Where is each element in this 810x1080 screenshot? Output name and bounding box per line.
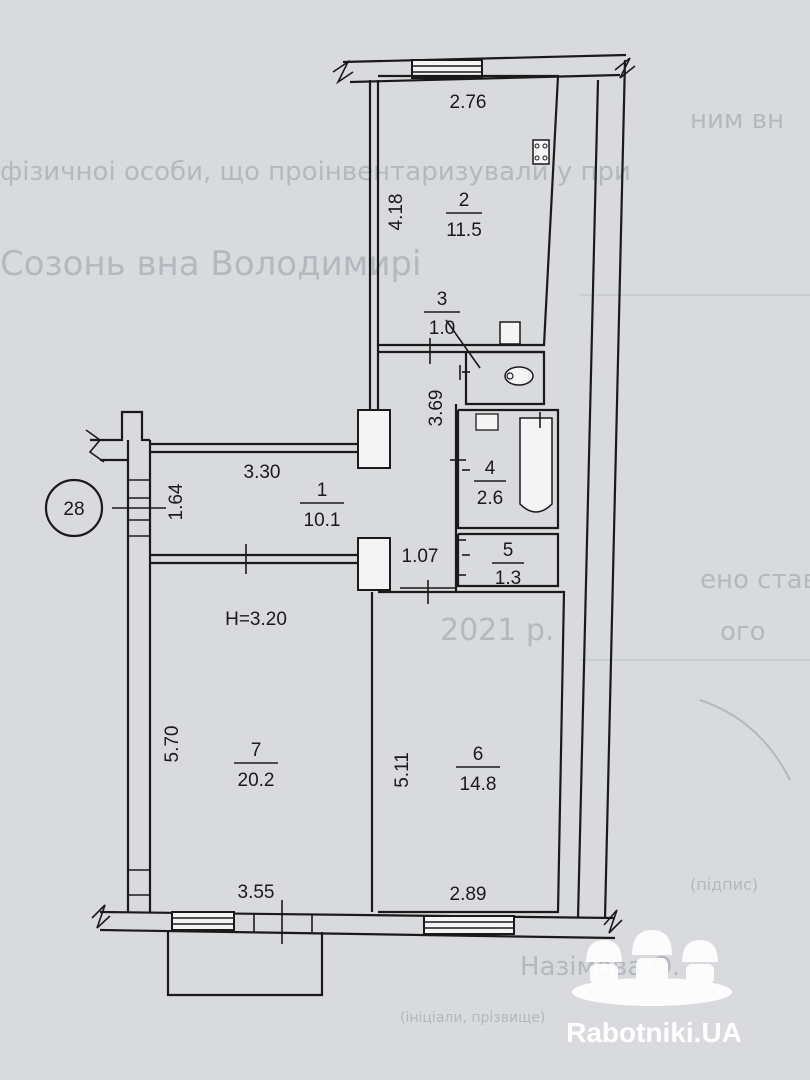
room-4-label: 4 2.6 [474, 458, 506, 509]
ceiling-height-note: H=3.20 [225, 609, 287, 630]
worker-helmet-icon [682, 940, 718, 984]
room-6-label: 6 14.8 [456, 744, 500, 795]
dim-room2-length: 4.18 [386, 194, 407, 231]
bg-text-9: (ініціали, прізвище) [400, 1010, 545, 1026]
room-1-label: 1 10.1 [300, 480, 344, 531]
outer-walls [85, 53, 636, 940]
bg-text-4: ено ставо [700, 565, 810, 595]
room-7-area: 20.2 [238, 770, 275, 791]
toilet-icon [504, 366, 534, 386]
sink-icon [499, 321, 521, 345]
room-7-number: 7 [251, 740, 262, 761]
dim-room1-width: 3.30 [244, 462, 281, 483]
bg-signature-stroke [699, 699, 791, 781]
watermark-logo [572, 930, 732, 1006]
room-2-label: 2 11.5 [446, 190, 482, 241]
window-top [411, 59, 483, 79]
bg-text-7: (підпис) [690, 875, 758, 894]
bg-text-5: ого [720, 617, 765, 647]
dim-room1-length: 1.64 [166, 483, 187, 520]
room-4-area: 2.6 [477, 488, 503, 509]
room-5-outline [456, 532, 560, 588]
ventilation-shaft-upper [357, 409, 391, 469]
room-6-area: 14.8 [460, 774, 497, 795]
room-3-label: 3 1.0 [424, 289, 460, 339]
room-4-outline [450, 408, 560, 530]
washbasin-icon [475, 413, 499, 431]
room-5-label: 5 1.3 [492, 540, 524, 589]
room-7-label: 7 20.2 [234, 740, 278, 791]
dim-room7-length: 5.70 [162, 726, 183, 763]
room-4-number: 4 [485, 458, 496, 479]
room-3-area: 1.0 [429, 318, 455, 339]
dim-room2-width: 2.76 [450, 92, 487, 113]
window-room6 [423, 915, 515, 935]
room-5-number: 5 [503, 540, 514, 561]
unit-marker: 28 [44, 478, 104, 538]
dim-room6-length: 5.11 [392, 752, 413, 788]
room-2-number: 2 [459, 190, 470, 211]
room-3-outline [429, 319, 546, 406]
bg-text-1: ним вн [690, 105, 784, 135]
bathtub-icon [519, 417, 553, 513]
watermark-text: Rabotniki.UA [566, 1017, 742, 1048]
bg-text-6: 2021 р. [440, 613, 554, 648]
dim-corridor-length: 3.69 [426, 390, 447, 427]
dim-room6-width: 2.89 [450, 884, 487, 905]
dimension-ticks [112, 371, 470, 944]
room-1-area: 10.1 [304, 510, 341, 531]
room-3-number: 3 [437, 289, 448, 310]
room-1-number: 1 [317, 480, 328, 501]
ventilation-shaft-lower [357, 537, 391, 591]
room-6-number: 6 [473, 744, 484, 765]
window-room7 [171, 911, 235, 931]
corridor-walls [150, 404, 458, 604]
worker-helmet-icon [586, 940, 622, 984]
unit-marker-label: 28 [63, 499, 84, 520]
dim-room5-width: 1.07 [402, 546, 439, 567]
room-5-area: 1.3 [495, 568, 521, 589]
bg-text-3: Созонь вна Володимирі [0, 244, 421, 284]
dim-room7-width: 3.55 [238, 882, 275, 903]
stove-icon [532, 139, 550, 165]
worker-helmet-icon [632, 930, 672, 982]
room-6-outline [370, 590, 566, 914]
balcony [166, 914, 324, 997]
room-2-area: 11.5 [446, 220, 482, 241]
bg-text-2: фізичноі особи, що проінвентаризували у … [0, 157, 631, 187]
